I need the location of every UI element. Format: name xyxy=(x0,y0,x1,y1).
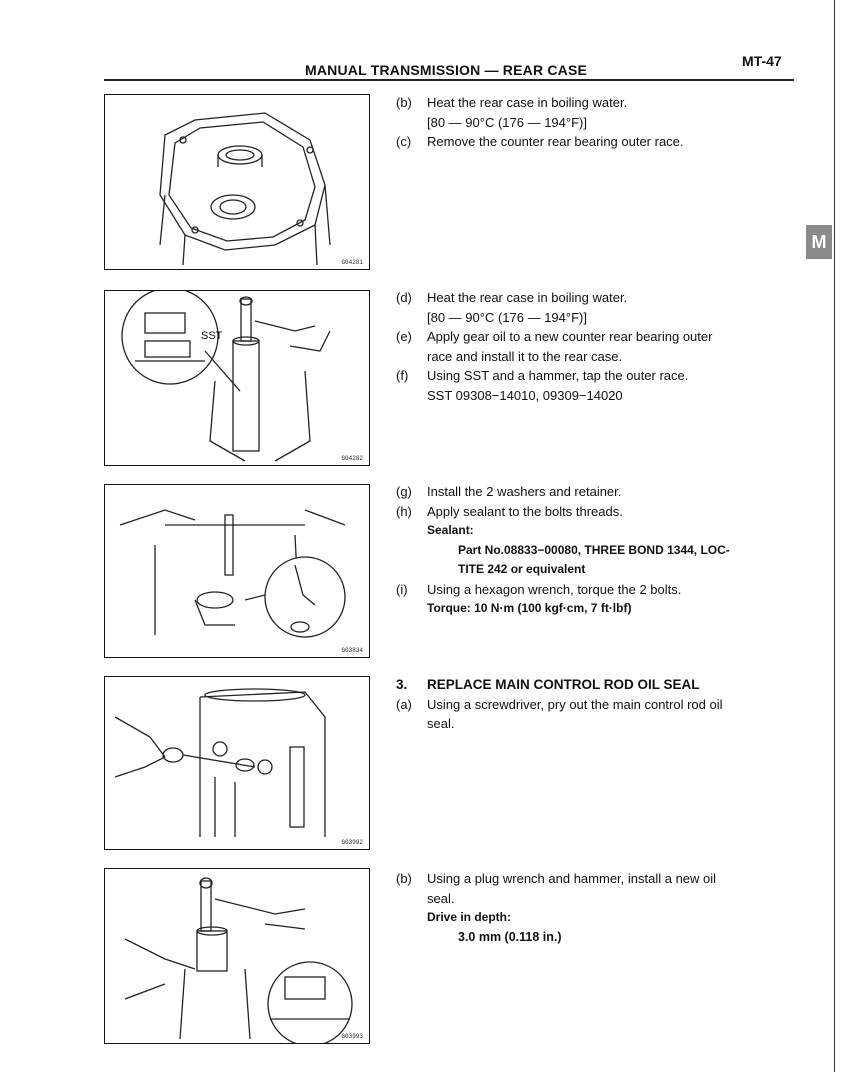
step-number: 3. xyxy=(396,677,408,692)
drive-depth-label: Drive in depth: xyxy=(427,910,512,924)
step-b: (b) Using a plug wrench and hammer, inst… xyxy=(396,869,796,889)
step-e: (e) Apply gear oil to a new counter rear… xyxy=(396,327,796,347)
step-b: (b) Heat the rear case in boiling water. xyxy=(396,93,796,113)
step-label: (a) xyxy=(396,696,412,712)
step-text-continued: seal. xyxy=(427,890,455,906)
step-text: Using a screwdriver, pry out the main co… xyxy=(427,696,723,712)
step-i: (i) Using a hexagon wrench, torque the 2… xyxy=(396,580,796,600)
sealant-label: Sealant: xyxy=(427,523,474,537)
instructions-section-1: (b) Heat the rear case in boiling water.… xyxy=(396,93,796,152)
instructions-section-3: (g) Install the 2 washers and retainer. … xyxy=(396,482,796,619)
torque-spec: Torque: 10 N·m (100 kgf·cm, 7 ft·lbf) xyxy=(427,601,632,615)
temperature-spec: [80 — 90°C (176 — 194°F)] xyxy=(427,114,587,130)
figure-pry-oil-seal: G03992 xyxy=(104,676,370,850)
step-label: (c) xyxy=(396,134,412,149)
step-label: (f) xyxy=(396,368,409,383)
step-text: Apply sealant to the bolts threads. xyxy=(427,503,623,519)
instructions-section-2: (d) Heat the rear case in boiling water.… xyxy=(396,288,796,405)
retainer-bolts-illustration xyxy=(119,509,346,638)
header-rule xyxy=(104,79,794,81)
screwdriver-seal-illustration xyxy=(114,688,326,837)
step-text: Using a hexagon wrench, torque the 2 bol… xyxy=(427,581,682,597)
step-label: (g) xyxy=(396,484,412,499)
figure-rear-case-bearing: G04281 xyxy=(104,94,370,270)
step-3-heading: 3. REPLACE MAIN CONTROL ROD OIL SEAL xyxy=(396,675,796,695)
sst-hammer-illustration: SST xyxy=(121,291,331,462)
instructions-section-5: (b) Using a plug wrench and hammer, inst… xyxy=(396,869,796,947)
step-text: Apply gear oil to a new counter rear bea… xyxy=(427,329,713,344)
figure-code: G03993 xyxy=(341,1033,363,1040)
step-text: Install the 2 washers and retainer. xyxy=(427,484,622,499)
page-header-title: MANUAL TRANSMISSION — REAR CASE xyxy=(305,62,588,78)
step-title: REPLACE MAIN CONTROL ROD OIL SEAL xyxy=(427,677,700,692)
figure-code: G04281 xyxy=(341,259,363,266)
section-tab-letter: M xyxy=(811,232,827,252)
step-text: Using a plug wrench and hammer, install … xyxy=(427,871,717,886)
plug-wrench-illustration xyxy=(124,877,353,1043)
figure-code: G04282 xyxy=(341,455,363,462)
rear-case-illustration xyxy=(159,112,331,266)
figure-code: G03992 xyxy=(341,839,363,846)
step-text: Heat the rear case in boiling water. xyxy=(427,290,628,305)
figure-washers-retainer: G03834 xyxy=(104,484,370,658)
section-tab: M xyxy=(806,225,832,259)
step-text: Remove the counter rear bearing outer ra… xyxy=(427,134,684,149)
sealant-spec-continued: TITE 242 or equivalent xyxy=(458,562,586,576)
step-f: (f) Using SST and a hammer, tap the oute… xyxy=(396,366,796,386)
step-g: (g) Install the 2 washers and retainer. xyxy=(396,482,796,502)
step-h: (h) Apply sealant to the bolts threads. xyxy=(396,502,796,522)
step-text-continued: seal. xyxy=(427,716,455,731)
drive-depth-value: 3.0 mm (0.118 in.) xyxy=(458,929,562,944)
figure-code: G03834 xyxy=(341,647,363,654)
figure-sst-install-race: SST G04282 xyxy=(104,290,370,466)
step-c: (c) Remove the counter rear bearing oute… xyxy=(396,132,796,152)
temperature-spec: [80 — 90°C (176 — 194°F)] xyxy=(427,309,587,325)
page-edge-line xyxy=(834,0,835,1072)
step-text: Using SST and a hammer, tap the outer ra… xyxy=(427,368,689,383)
step-a: (a) Using a screwdriver, pry out the mai… xyxy=(396,695,796,715)
page-number: MT-47 xyxy=(742,53,782,69)
sst-callout-label: SST xyxy=(201,330,223,342)
step-label: (i) xyxy=(396,581,408,597)
sealant-spec: Part No.08833−00080, THREE BOND 1344, LO… xyxy=(458,542,730,557)
sst-part-numbers: SST 09308−14010, 09309−14020 xyxy=(427,387,623,403)
step-d: (d) Heat the rear case in boiling water. xyxy=(396,288,796,308)
step-text-continued: race and install it to the rear case. xyxy=(427,348,623,364)
step-label: (h) xyxy=(396,503,412,519)
instructions-section-4: 3. REPLACE MAIN CONTROL ROD OIL SEAL (a)… xyxy=(396,675,796,734)
step-label: (b) xyxy=(396,871,412,886)
step-text: Heat the rear case in boiling water. xyxy=(427,95,628,110)
step-label: (d) xyxy=(396,290,412,305)
step-label: (b) xyxy=(396,95,412,110)
step-label: (e) xyxy=(396,329,412,344)
figure-install-oil-seal: G03993 xyxy=(104,868,370,1044)
